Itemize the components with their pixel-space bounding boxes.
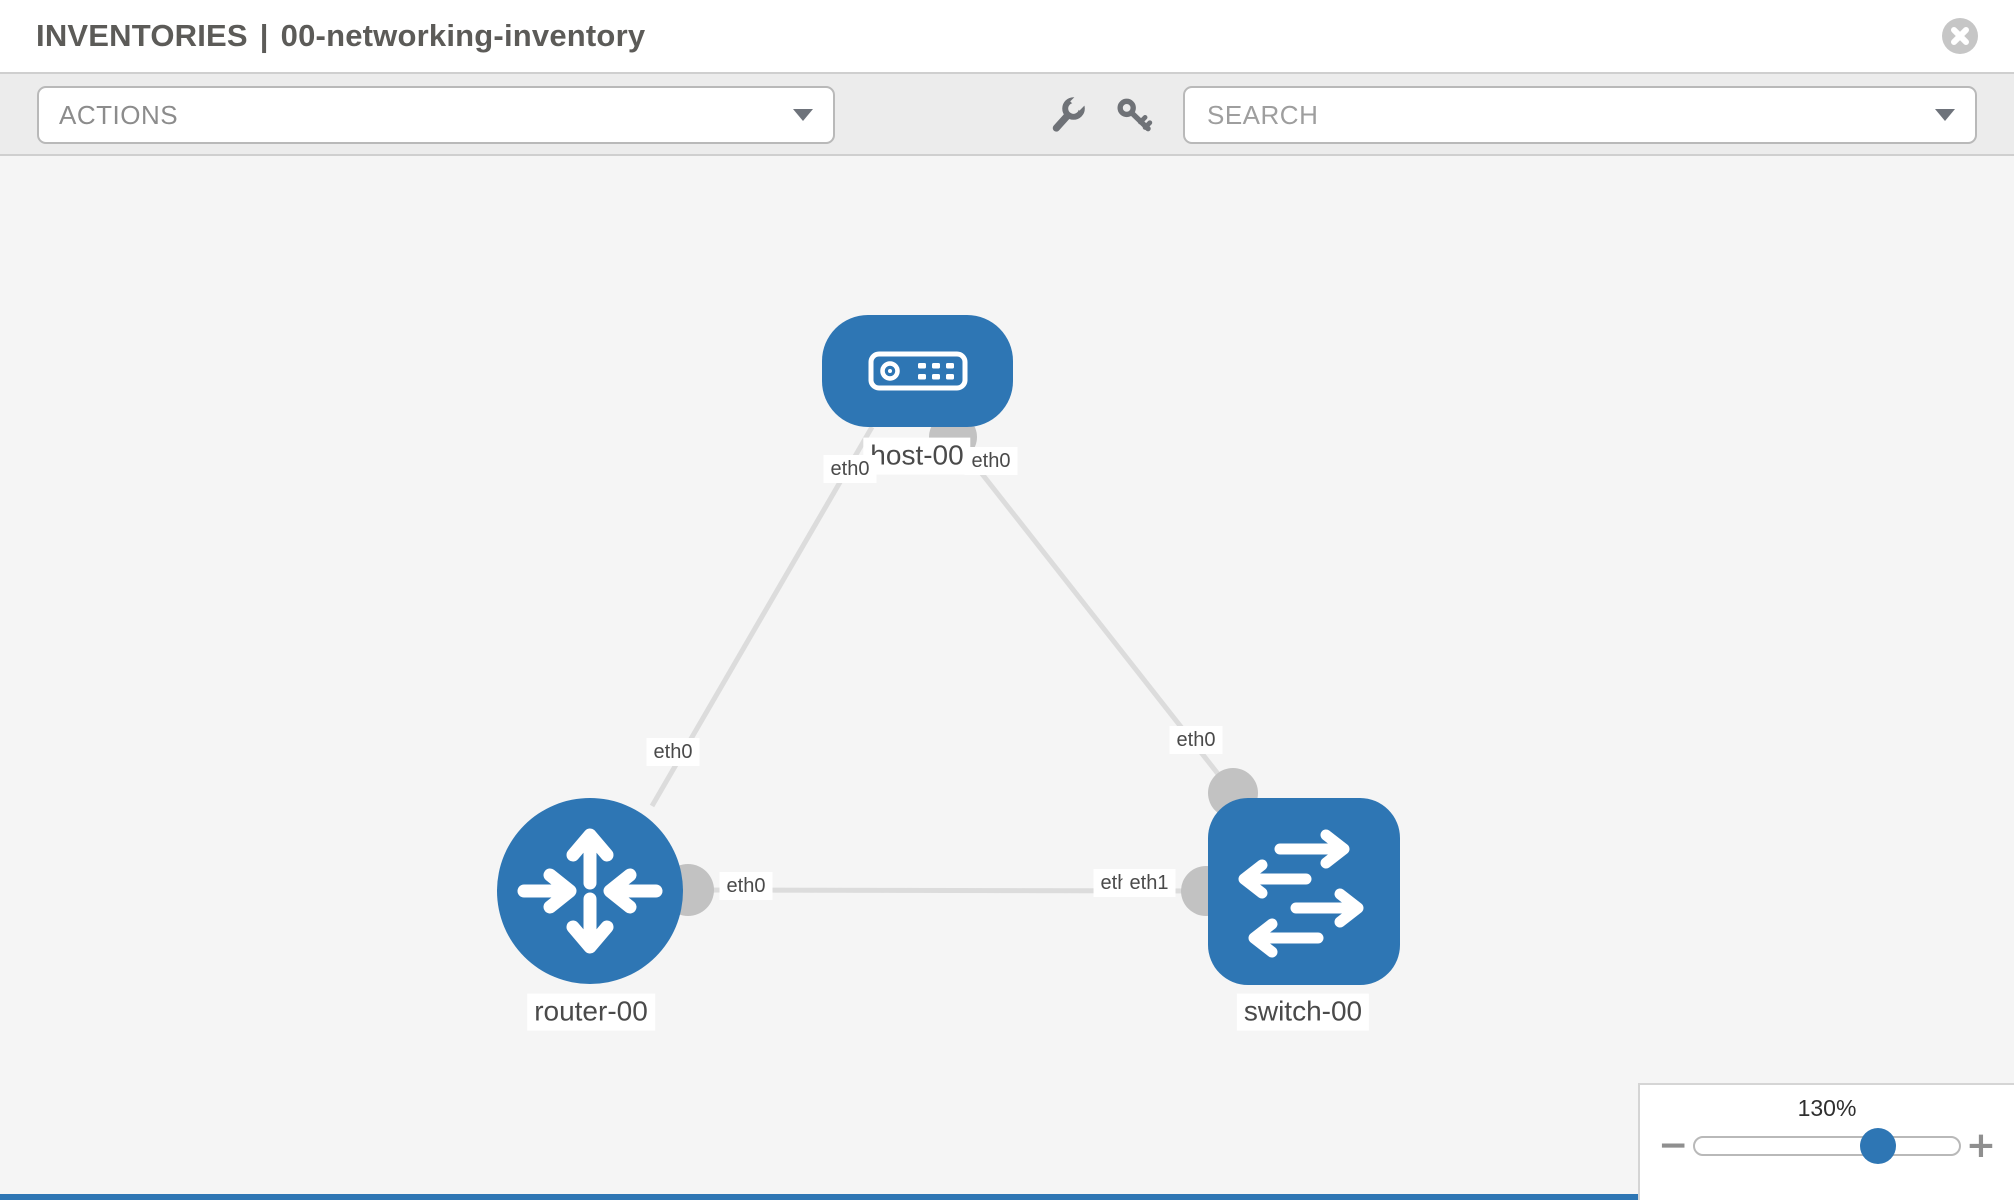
zoom-slider-thumb[interactable] (1860, 1128, 1896, 1164)
configure-button[interactable] (1038, 86, 1096, 144)
host-icon (868, 351, 967, 391)
search-input[interactable] (1205, 98, 1935, 132)
interface-label-host-eth0-right: eth0 (964, 447, 1018, 475)
node-label-router-00: router-00 (527, 993, 655, 1031)
zoom-level-text: 130% (1797, 1095, 1857, 1121)
node-router-00[interactable] (497, 798, 683, 984)
header: INVENTORIES | 00-networking-inventory (0, 0, 2014, 72)
breadcrumb-separator: | (259, 18, 269, 53)
zoom-slider-track[interactable] (1693, 1128, 1961, 1164)
search-field (1183, 86, 1977, 144)
close-button[interactable] (1942, 18, 1978, 54)
topology-canvas[interactable]: host-00 router-00 switch-00 eth0 eth0 et… (0, 156, 2014, 1200)
bottom-accent-bar (0, 1194, 1638, 1200)
node-host-00[interactable] (822, 315, 1013, 427)
node-switch-00[interactable] (1208, 798, 1400, 985)
interface-label-router-eth0-uplink: eth0 (646, 738, 700, 766)
topology-graph (649, 413, 1258, 916)
zoom-in-button[interactable]: + (1962, 1128, 2000, 1164)
page-title: INVENTORIES | 00-networking-inventory (36, 18, 645, 54)
credentials-button[interactable] (1106, 86, 1164, 144)
node-label-host-00: host-00 (863, 437, 971, 475)
interface-label-host-eth0-left: eth0 (823, 455, 877, 483)
router-icon (517, 828, 663, 954)
node-label-switch-00: switch-00 (1236, 993, 1370, 1031)
actions-dropdown[interactable]: ACTIONS (37, 86, 835, 144)
zoom-panel: 130% − + (1638, 1083, 2014, 1200)
zoom-out-button[interactable]: − (1654, 1128, 1692, 1164)
switch-icon (1238, 829, 1364, 957)
close-icon (1951, 27, 1969, 45)
wrench-icon (1052, 96, 1086, 132)
key-icon (1117, 98, 1153, 132)
toolbar: ACTIONS (0, 72, 2014, 156)
actions-dropdown-label: ACTIONS (59, 99, 179, 130)
breadcrumb-section: INVENTORIES (36, 18, 248, 53)
inventory-name: 00-networking-inventory (280, 18, 646, 53)
interface-label-router-eth0: eth0 (719, 872, 773, 900)
interface-label-switch-eth1: eth1 (1122, 869, 1176, 897)
chevron-down-icon (793, 109, 813, 121)
interface-label-switch-eth0: eth0 (1169, 726, 1223, 754)
search-chevron-down-icon[interactable] (1935, 109, 1955, 121)
